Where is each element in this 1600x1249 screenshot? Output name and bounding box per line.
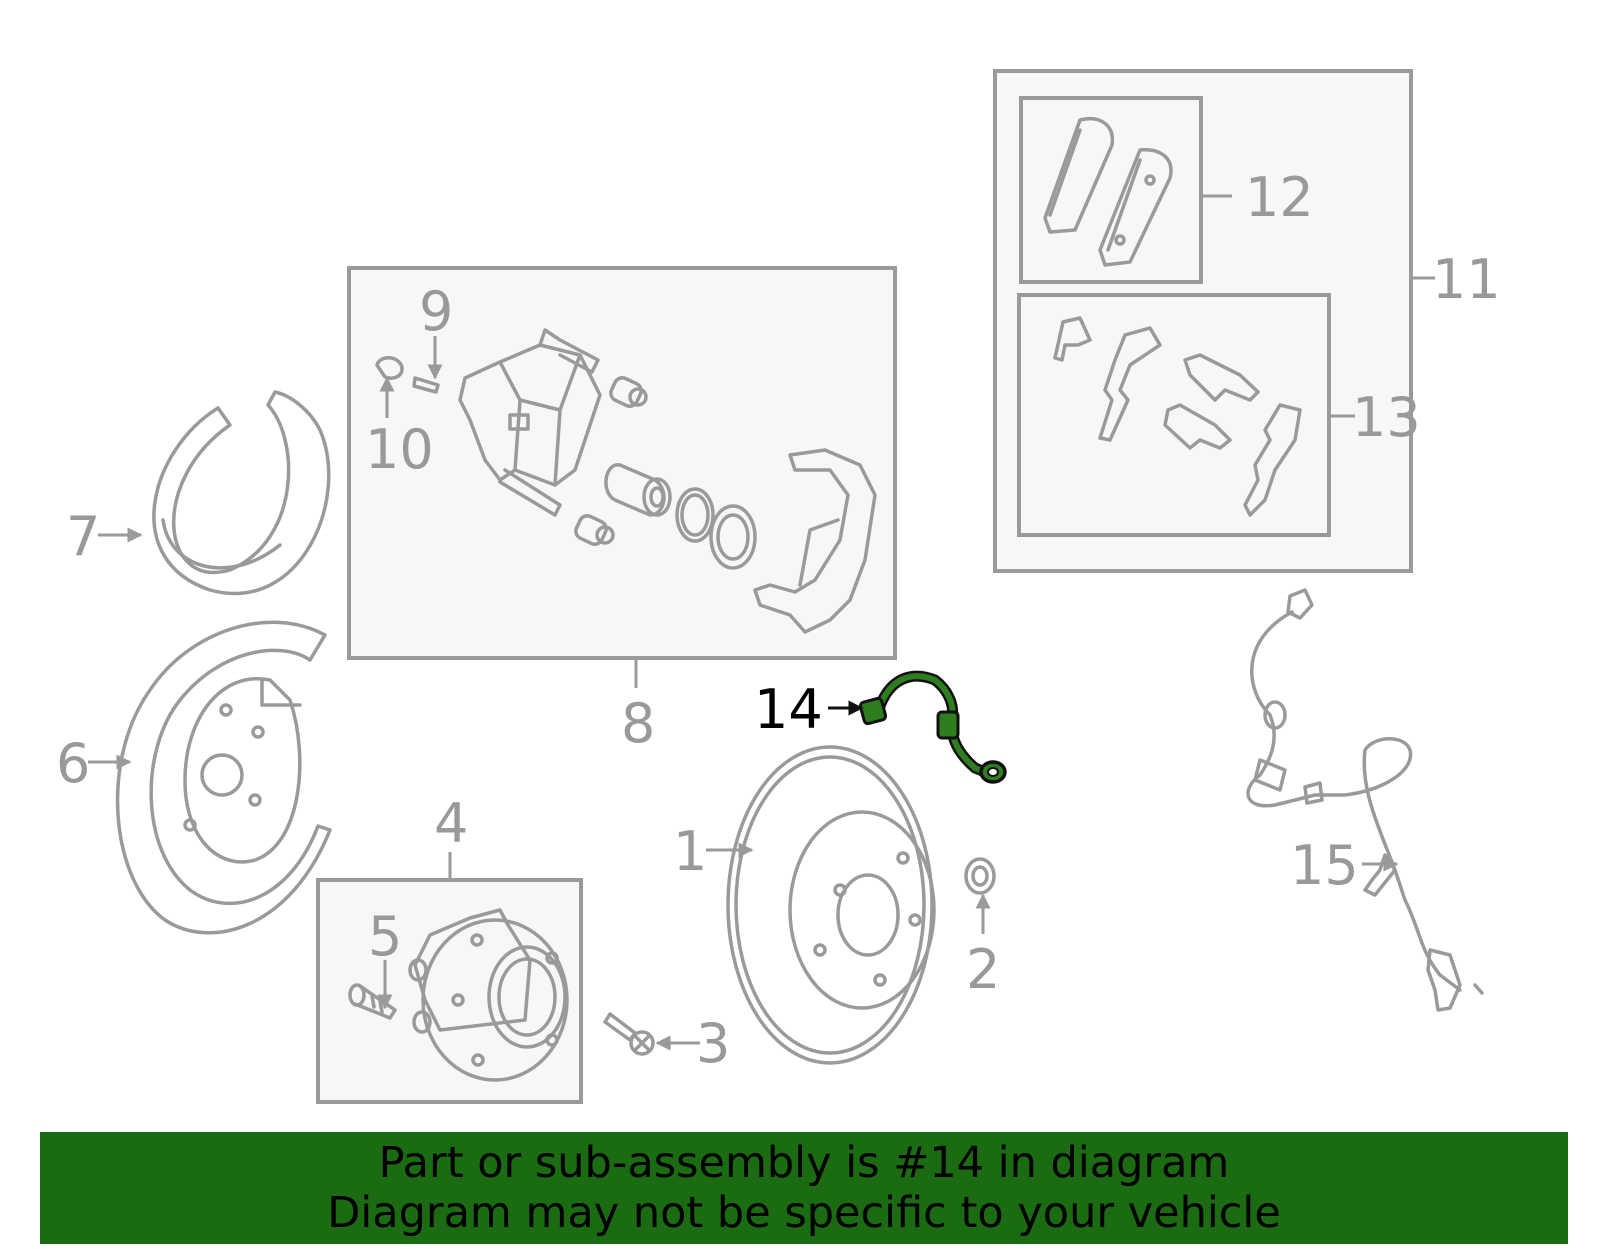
caliper-bracket[interactable] bbox=[753, 448, 877, 634]
brake-hose[interactable] bbox=[858, 670, 1007, 784]
callout-3: 3 bbox=[696, 1012, 730, 1075]
hardware-kit-box bbox=[1017, 293, 1331, 537]
banner-line-1: Part or sub-assembly is #14 in diagram bbox=[378, 1138, 1230, 1188]
brake-pad-outer[interactable] bbox=[1098, 148, 1173, 267]
guide-pin-boot-lower[interactable] bbox=[573, 513, 615, 547]
callout-12: 12 bbox=[1245, 166, 1314, 229]
callout-13: 13 bbox=[1352, 386, 1421, 449]
info-banner: Part or sub-assembly is #14 in diagram D… bbox=[40, 1132, 1568, 1244]
callout-14: 14 bbox=[754, 678, 823, 741]
callout-11: 11 bbox=[1432, 248, 1501, 311]
hub-bearing-box bbox=[316, 878, 583, 1104]
rotor-screw[interactable] bbox=[603, 1012, 655, 1056]
piston-boot[interactable] bbox=[709, 504, 757, 570]
callout-15: 15 bbox=[1290, 834, 1359, 897]
callout-4: 4 bbox=[434, 792, 468, 855]
caliper-body[interactable] bbox=[458, 328, 602, 517]
callout-10: 10 bbox=[365, 418, 434, 481]
callout-1: 1 bbox=[673, 820, 707, 883]
backing-plate[interactable] bbox=[115, 620, 332, 935]
caliper-assembly-box bbox=[347, 266, 897, 660]
brake-pad-inner[interactable] bbox=[1043, 117, 1115, 234]
callout-6: 6 bbox=[56, 732, 90, 795]
brake-pads-box bbox=[1019, 96, 1203, 284]
hub-nut[interactable] bbox=[964, 857, 996, 895]
pad-hardware-clips[interactable] bbox=[1053, 316, 1302, 517]
callout-5: 5 bbox=[368, 905, 402, 968]
callout-7: 7 bbox=[66, 505, 100, 568]
caliper-piston[interactable] bbox=[604, 463, 672, 517]
callout-2: 2 bbox=[966, 938, 1000, 1001]
abs-wheel-speed-sensor[interactable] bbox=[1246, 588, 1484, 1012]
callout-8: 8 bbox=[621, 692, 655, 755]
hub-bearing-assembly[interactable] bbox=[408, 908, 569, 1082]
banner-line-2: Diagram may not be specific to your vehi… bbox=[327, 1188, 1281, 1238]
piston-seal[interactable] bbox=[675, 487, 715, 543]
brake-rotor[interactable] bbox=[726, 745, 936, 1065]
guide-pin-boot-upper[interactable] bbox=[608, 375, 648, 409]
callout-9: 9 bbox=[419, 280, 453, 343]
parking-brake-shoe[interactable] bbox=[152, 390, 331, 596]
bleeder-screw[interactable] bbox=[412, 376, 440, 394]
